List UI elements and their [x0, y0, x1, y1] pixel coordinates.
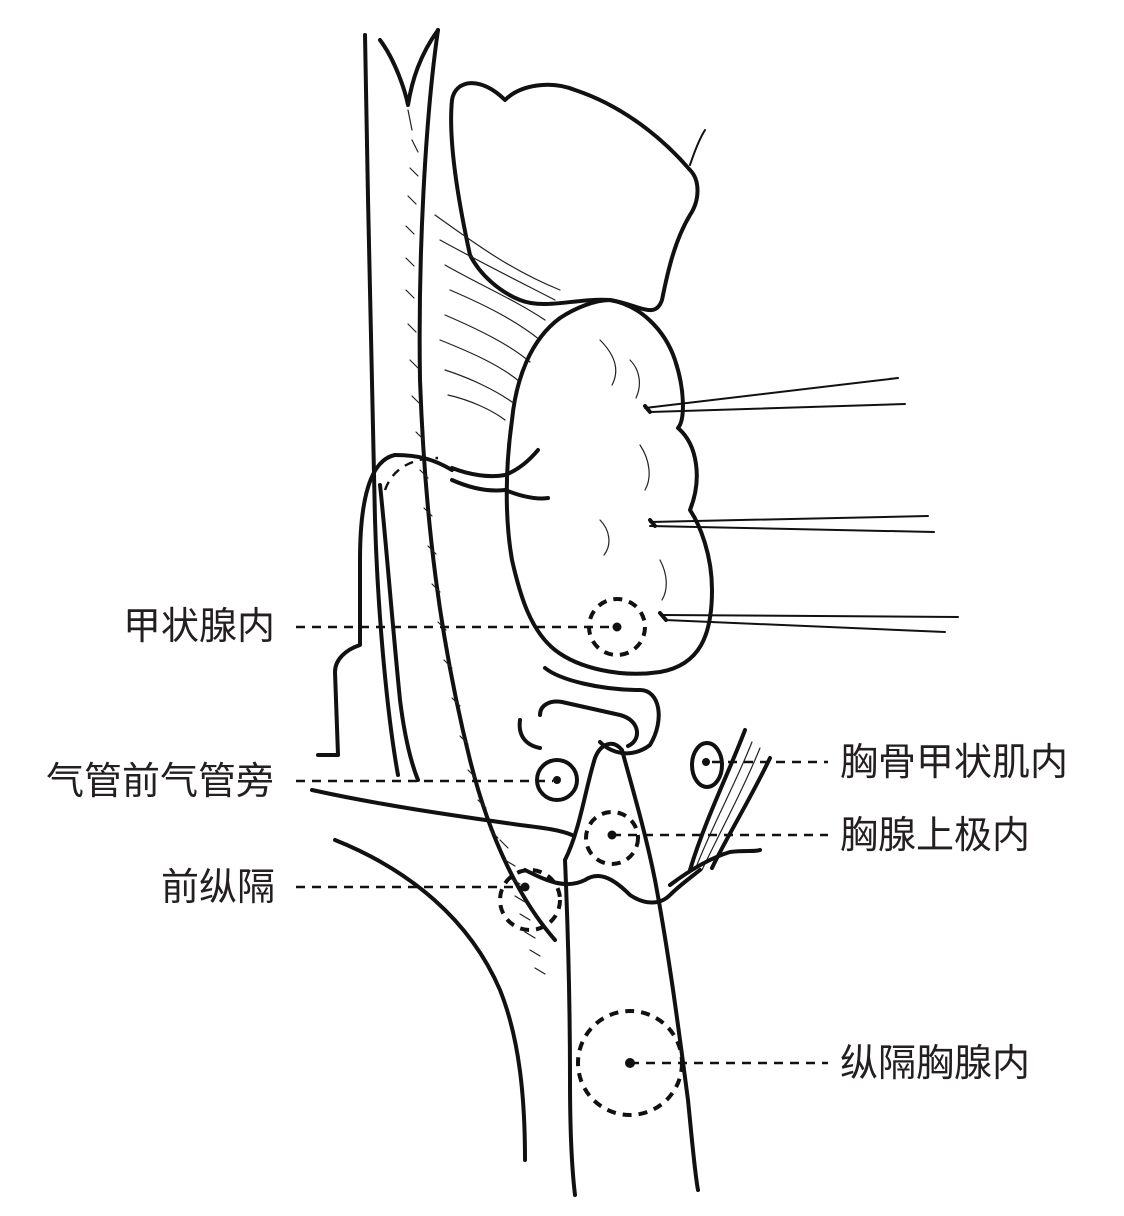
label-anterior-mediastinum: 前纵隔: [160, 865, 275, 909]
thymus-upper-target-circle: [584, 810, 640, 866]
needles: [643, 377, 959, 633]
lower-structures: [517, 666, 724, 802]
vessel-left: [316, 453, 454, 782]
label-thymus-upper-pole: 胸腺上极内: [840, 813, 1031, 857]
thymus: [523, 741, 702, 1197]
thyroid-cartilage: [434, 81, 706, 421]
artery-branch: [450, 448, 550, 501]
anterior-mediastinum-target-circle: [498, 868, 562, 932]
label-pretracheal-paratracheal: 气管前气管旁: [45, 759, 274, 803]
sternum-outline: [310, 788, 574, 1162]
trachea: [363, 28, 557, 942]
target-markers: [498, 597, 684, 1117]
thyroid-target-dot: [612, 622, 622, 632]
sternothyroid-muscle: [668, 728, 772, 887]
anterior-mediastinum-target-dot: [520, 882, 530, 892]
label-intra-sternothyroid: 胸骨甲状肌内: [840, 740, 1069, 784]
leader-lines: [296, 625, 828, 1065]
label-mediastinal-thymus: 纵隔胸腺内: [840, 1041, 1031, 1085]
thyroid-lobe: [504, 298, 714, 676]
label-intrathyroidal: 甲状腺内: [122, 604, 275, 648]
